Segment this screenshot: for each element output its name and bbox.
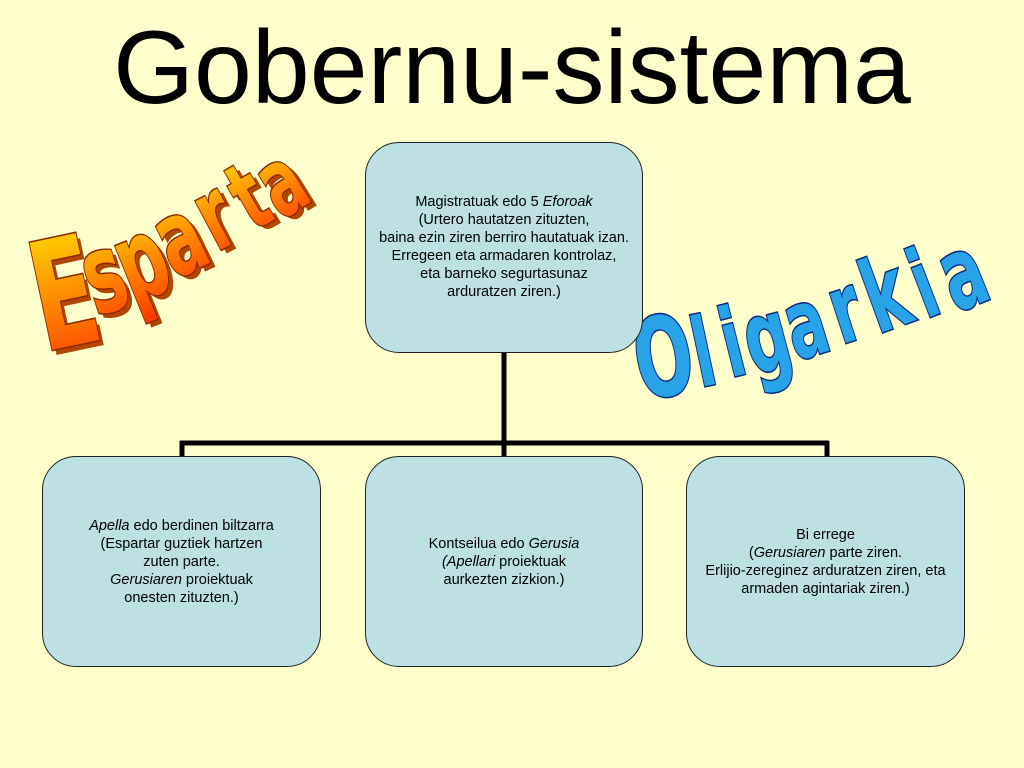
erregeak-line2: parte ziren.	[825, 544, 903, 561]
eforoak-box: Magistratuak edo 5 Eforoak (Urtero hautat…	[365, 142, 643, 353]
apella-box: Apella edo berdinen biltzarra(Espartar g…	[42, 456, 321, 667]
page-title: Gobernu-sistema	[113, 10, 911, 126]
gerusia-line1: Kontseilua edo	[428, 535, 529, 552]
apella-line5: onesten zituzten.)	[124, 589, 239, 606]
apella-line2: (Espartar guztiek hartzen zuten parte.	[100, 535, 263, 570]
gerusia-line3: aurkezten zizkion.)	[443, 571, 565, 588]
erregeak-description: Erlijio-zereginez arduratzen ziren, eta …	[705, 562, 946, 597]
apella-line4: proiektuak	[181, 571, 253, 588]
apella-gerusia-term: Gerusiaren	[110, 571, 182, 588]
erregeak-paren: (	[748, 544, 754, 561]
svg-text:s: s	[64, 207, 142, 342]
erregeak-line1: Bi errege	[796, 526, 855, 543]
apella-line1: edo berdinen biltzarra	[129, 517, 274, 534]
gerusia-line2: proiektuak	[495, 553, 567, 570]
erregeak-gerusia-term: Gerusiaren	[753, 544, 826, 561]
gerusia-box: Kontseilua edo Gerusia (Apellari proiektu…	[365, 456, 643, 667]
apella-term: Apella	[89, 517, 130, 534]
gerusia-apella-term: (Apellari	[441, 553, 496, 570]
gerusia-term: Gerusia	[528, 535, 580, 552]
erregeak-box: Bi errege (Gerusiaren parte ziren.Erlijio…	[686, 456, 965, 667]
eforoak-line1: Magistratuak edo 5	[415, 194, 543, 210]
eforoak-term: Eforoak	[542, 194, 593, 210]
eforoak-description: (Urtero hautatzen zituzten, baina ezin z…	[379, 212, 629, 300]
